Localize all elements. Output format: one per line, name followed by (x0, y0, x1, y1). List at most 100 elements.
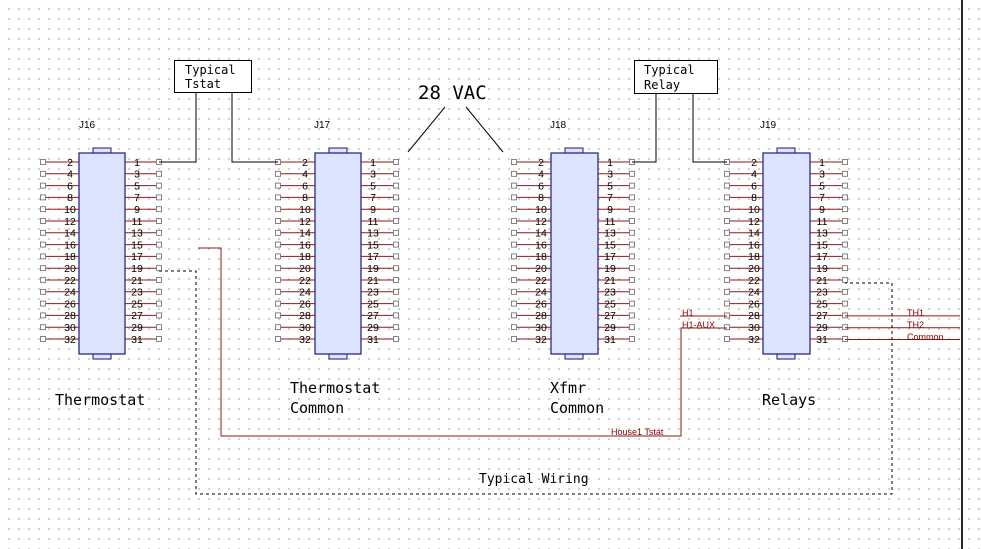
j17-pin-terminal-28 (275, 312, 281, 319)
j16-pin-terminal-18 (40, 253, 46, 260)
typical-relay-line1: Typical (644, 63, 695, 77)
j16-pin-number-7: 7 (134, 192, 140, 204)
j16-pin-number-32: 32 (64, 334, 76, 346)
j17-pin-number-26: 26 (299, 298, 311, 310)
j17-pin-number-25: 25 (367, 298, 379, 310)
j18-pin-terminal-8 (511, 194, 517, 201)
j18-pin-number-20: 20 (535, 263, 547, 275)
h1-aux-label: H1-AUX (682, 320, 716, 330)
j17-pin-terminal-23 (393, 288, 399, 295)
j18-pin-number-26: 26 (535, 298, 547, 310)
j19-pin-number-23: 23 (816, 287, 828, 299)
j18-pin-number-30: 30 (535, 322, 547, 334)
j19-pin-terminal-12 (724, 218, 730, 224)
j19-pin-number-7: 7 (819, 192, 825, 204)
j17-pin-number-12: 12 (299, 216, 311, 228)
j16-pin-number-3: 3 (134, 169, 140, 181)
j16-pin-terminal-24 (40, 288, 46, 295)
j18-pin-number-32: 32 (535, 334, 547, 346)
j17-pin-number-14: 14 (299, 228, 311, 240)
j17-pin-number-24: 24 (299, 287, 311, 299)
j16-pin-terminal-20 (40, 265, 46, 272)
j17-pin-terminal-3 (393, 170, 399, 177)
j19-pin-number-12: 12 (748, 216, 760, 228)
j16-pin-number-4: 4 (67, 169, 73, 181)
j19-pin-terminal-4 (724, 170, 730, 177)
j16-pin-terminal-9 (156, 206, 162, 213)
j19-pin-terminal-17 (842, 253, 848, 260)
j18-pin-number-24: 24 (535, 287, 547, 299)
j17-pin-terminal-11 (393, 218, 399, 224)
j16-pin-terminal-5 (156, 182, 162, 189)
vac-label: 28 VAC (418, 82, 487, 104)
j19-pin-terminal-16 (724, 241, 730, 248)
j19-pin-number-9: 9 (819, 204, 825, 216)
j18-pin-number-6: 6 (538, 180, 544, 192)
j18-pin-number-13: 13 (604, 228, 616, 240)
j18-pin-terminal-26 (511, 300, 517, 307)
j19-pin-terminal-20 (724, 265, 730, 272)
j19-pin-terminal-10 (724, 206, 730, 213)
j16-connector-body (78, 152, 126, 355)
j18-pin-terminal-3 (629, 170, 635, 177)
connector-name-thermostat-common-line1: Thermostat (290, 379, 381, 397)
j16-pin-terminal-21 (156, 277, 162, 283)
j16-pin-number-24: 24 (64, 287, 76, 299)
j16-pin-terminal-23 (156, 288, 162, 295)
j18-pin-number-2: 2 (538, 157, 544, 169)
j19-pin-terminal-21 (842, 277, 848, 283)
j16-pin-terminal-8 (40, 194, 46, 201)
j19-pin-number-30: 30 (748, 322, 760, 334)
j17-pin-number-31: 31 (367, 334, 379, 346)
typical-tstat-box[interactable]: Typical Tstat (174, 60, 252, 93)
j17-pin-terminal-25 (393, 300, 399, 307)
j16-pin-number-31: 31 (131, 334, 143, 346)
j19-pin-terminal-14 (724, 229, 730, 236)
j19-pin-terminal-32 (724, 336, 730, 342)
j19-pin-terminal-22 (724, 277, 730, 283)
j16-pin-terminal-6 (40, 182, 46, 189)
j16-pin-terminal-26 (40, 300, 46, 307)
j16-pin-number-15: 15 (131, 239, 143, 251)
j19-pin-terminal-8 (724, 194, 730, 201)
j18-pin-number-9: 9 (607, 204, 613, 216)
j16-pin-number-13: 13 (131, 228, 143, 240)
j16-pin-number-9: 9 (134, 204, 140, 216)
j18-pin-terminal-4 (511, 170, 517, 177)
j16-pin-terminal-7 (156, 194, 162, 201)
j17-pin-terminal-20 (275, 265, 281, 272)
j18-pin-number-28: 28 (535, 310, 547, 322)
j18-pin-terminal-9 (629, 206, 635, 213)
j16-pin-number-27: 27 (131, 310, 143, 322)
j18-pin-terminal-24 (511, 288, 517, 295)
j19-pin-number-15: 15 (816, 239, 828, 251)
j18-pin-terminal-22 (511, 277, 517, 283)
j16-pin-number-20: 20 (64, 263, 76, 275)
j19-pin-terminal-7 (842, 194, 848, 201)
j19-pin-number-27: 27 (816, 310, 828, 322)
j17-pin-number-20: 20 (299, 263, 311, 275)
j19-pin-number-31: 31 (816, 334, 828, 346)
j17-pin-number-29: 29 (367, 322, 379, 334)
j16-pin-number-25: 25 (131, 298, 143, 310)
j18-pin-terminal-15 (629, 241, 635, 248)
connector-name-thermostat: Thermostat (55, 391, 146, 409)
j17-pin-terminal-14 (275, 229, 281, 236)
typical-relay-box[interactable]: Typical Relay (634, 60, 718, 94)
j17-pin-number-6: 6 (302, 180, 308, 192)
j17-pin-number-30: 30 (299, 322, 311, 334)
j17-pin-number-16: 16 (299, 239, 311, 251)
j19-connector-body (762, 152, 811, 355)
j18-pin-terminal-17 (629, 253, 635, 260)
j17-pin-number-19: 19 (367, 263, 379, 275)
common-wire-label: Common (907, 332, 944, 342)
typical-wiring-dashed-loop (159, 270, 893, 495)
j18-pin-number-5: 5 (607, 180, 613, 192)
j19-pin-terminal-6 (724, 182, 730, 189)
j17-pin-terminal-16 (275, 241, 281, 248)
j17-connector-body (314, 152, 362, 355)
relay-wire-j19 (692, 94, 727, 163)
j18-pin-terminal-6 (511, 182, 517, 189)
connector-name-xfmr-common-line1: Xfmr (550, 379, 587, 397)
j18-pin-number-18: 18 (535, 251, 547, 263)
